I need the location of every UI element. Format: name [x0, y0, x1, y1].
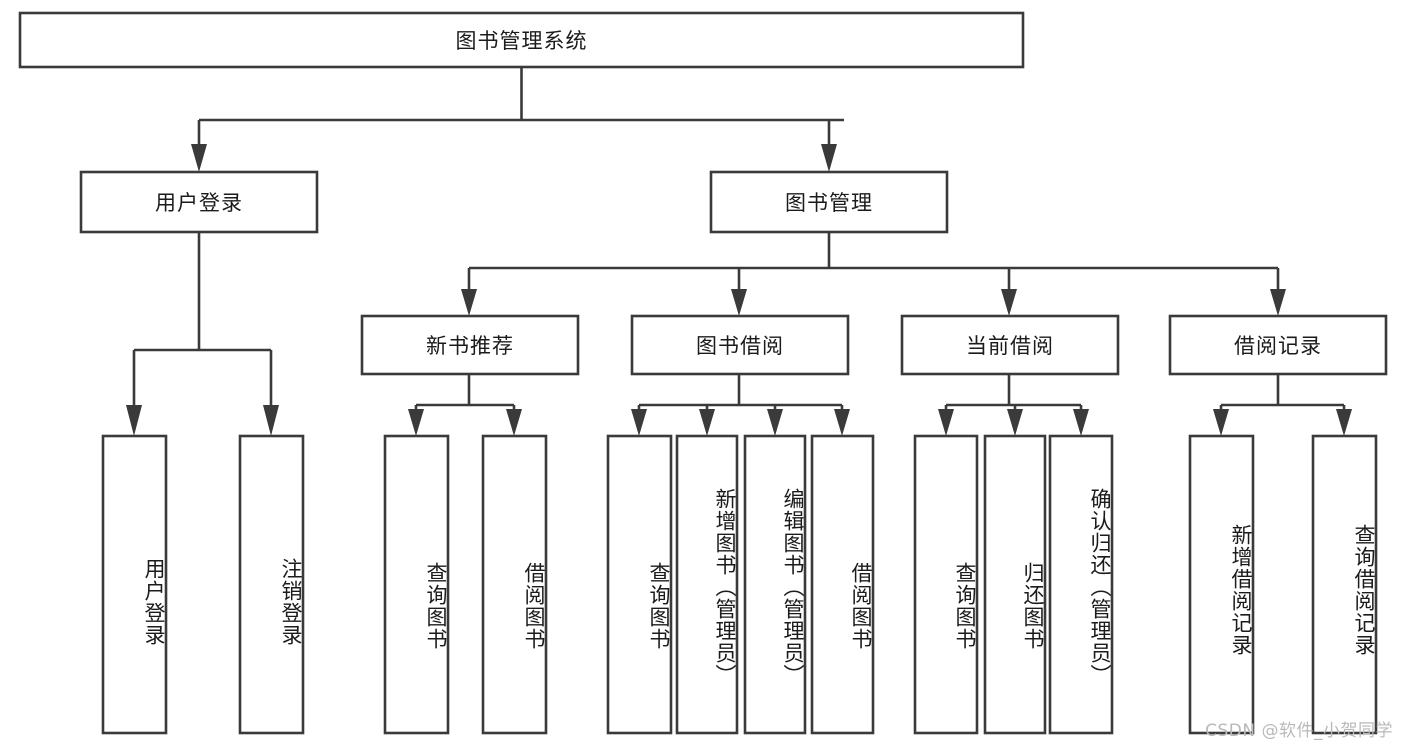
leaf-edit-book-box[interactable]	[743, 434, 807, 735]
leaf-logout-box[interactable]	[238, 434, 305, 735]
leaf-query-book-current-box[interactable]	[913, 434, 979, 735]
arrowhead-to-newbook	[461, 289, 477, 316]
arrowhead-leaf-borrow-book-2	[834, 409, 850, 436]
leaf-return-book-box[interactable]	[983, 434, 1047, 735]
arrowhead-to-login	[191, 144, 207, 172]
leaf-query-book-rec-box[interactable]	[383, 434, 450, 735]
arrowhead-leaf-edit-book	[767, 409, 783, 436]
arrowhead-leaf-confirm-return	[1073, 409, 1089, 436]
arrowhead-leaf-query-book-2	[631, 409, 647, 436]
leaf-user-login-box[interactable]	[101, 434, 168, 735]
arrowhead-to-current	[1001, 289, 1017, 316]
node-user-login-box[interactable]	[79, 170, 319, 234]
arrowhead-leaf-add-book	[699, 409, 715, 436]
arrowhead-leaf-return-book	[1007, 409, 1023, 436]
connector-layer	[126, 67, 1352, 436]
leaf-add-book-box[interactable]	[675, 434, 739, 735]
node-current-borrow-box[interactable]	[900, 314, 1120, 376]
leaf-borrow-book-box[interactable]	[810, 434, 875, 735]
leaf-borrow-book-rec-box[interactable]	[481, 434, 548, 735]
arrowhead-leaf-user-login	[126, 405, 142, 436]
node-book-mgmt-box[interactable]	[709, 170, 949, 234]
node-borrow-records-box[interactable]	[1168, 314, 1388, 376]
arrowhead-leaf-add-record	[1213, 409, 1229, 436]
arrowhead-to-bookmgmt	[821, 144, 837, 172]
arrowhead-leaf-query-record	[1336, 409, 1352, 436]
node-new-book-rec-box[interactable]	[360, 314, 580, 376]
arrowhead-leaf-query-book-3	[938, 409, 954, 436]
arrowhead-leaf-borrow-book-1	[506, 409, 522, 436]
leaf-confirm-return-box[interactable]	[1048, 434, 1114, 735]
arrowhead-to-borrow	[731, 289, 747, 316]
node-book-borrow-box[interactable]	[630, 314, 850, 376]
leaf-query-book-borrow-box[interactable]	[606, 434, 673, 735]
node-box-layer	[18, 11, 1388, 735]
node-root-box[interactable]	[18, 11, 1025, 69]
leaf-query-record-box[interactable]	[1311, 434, 1378, 735]
arrowhead-leaf-query-book-1	[408, 409, 424, 436]
arrowhead-leaf-logout	[263, 405, 279, 436]
arrowhead-to-records	[1270, 289, 1286, 316]
leaf-add-record-box[interactable]	[1188, 434, 1255, 735]
